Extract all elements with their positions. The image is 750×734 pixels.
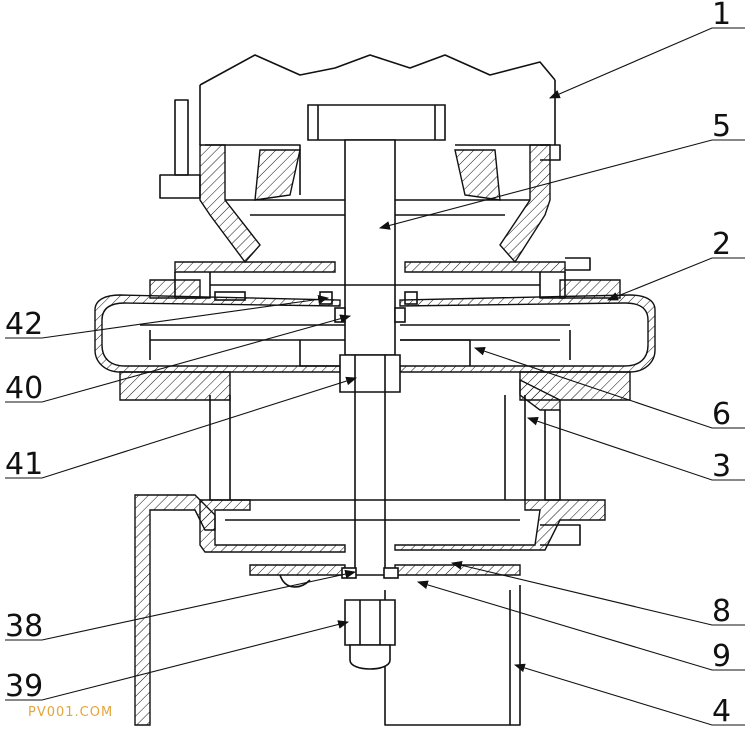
label-6: 6 (712, 397, 731, 432)
impeller (140, 324, 571, 367)
label-8: 8 (712, 594, 731, 629)
leader-lines (5, 27, 745, 726)
label-4: 4 (712, 694, 731, 729)
label-1: 1 (712, 0, 731, 32)
bracket (134, 494, 216, 726)
hex-nut (339, 354, 401, 393)
watermark: PV001.COM (28, 705, 113, 720)
label-40: 40 (5, 371, 43, 406)
shaft-head (307, 104, 446, 141)
label-42: 42 (5, 307, 43, 342)
top-fitting (159, 54, 561, 264)
bottom-nut (344, 599, 396, 670)
label-38: 38 (5, 609, 43, 644)
label-9: 9 (712, 639, 731, 674)
motor-body (209, 378, 561, 501)
label-2: 2 (712, 227, 731, 262)
label-3: 3 (712, 449, 731, 484)
lower-housing (199, 499, 606, 588)
label-5: 5 (712, 109, 731, 144)
label-39: 39 (5, 669, 43, 704)
label-41: 41 (5, 447, 43, 482)
callout-labels: 1 5 2 42 40 6 41 3 38 8 9 39 4 (5, 0, 731, 729)
upper-plate (174, 257, 591, 305)
